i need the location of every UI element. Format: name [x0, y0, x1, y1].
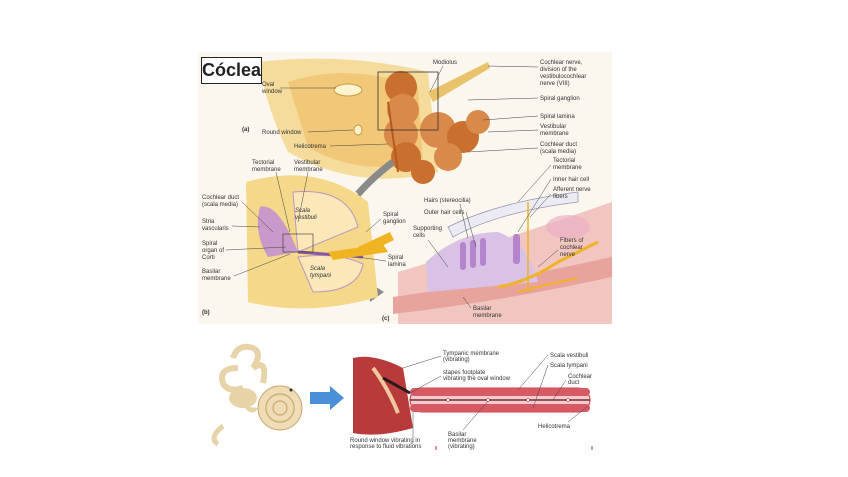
label-fibers-nerve-3: nerve: [560, 252, 576, 258]
label-tectorial-c-2: membrane: [553, 165, 582, 171]
right-arrow-icon: [310, 386, 344, 410]
unrolled-cochlea-diagram: [353, 356, 593, 450]
label-spiral-organ-3: Corti: [202, 255, 215, 261]
label-spiral-ganglion-a: Spiral ganglion: [540, 96, 580, 102]
label-fibers-nerve-2: cochlear: [560, 245, 583, 251]
label-vestibular-membrane-a-2: membrane: [540, 131, 569, 137]
label-scala-vestibuli-bottom: Scala vestibuli: [550, 353, 588, 359]
panel-a-letter: (a): [242, 127, 249, 133]
label-afferent-2: fibers: [553, 194, 568, 200]
label-round-window-bottom-1: Round window vibrating in: [350, 438, 420, 444]
label-stapes-2: vibrating the oval window: [443, 376, 511, 382]
label-scala-tympani-bottom: Scala tympani: [550, 363, 588, 369]
label-stria-2: vascularis: [202, 226, 229, 232]
label-basilar-bottom-2: membrane: [448, 438, 477, 444]
cochlea-anatomy-panel: (a) Oval window Round window Helicotrema…: [198, 52, 612, 324]
label-cochlear-duct-a-2: (scala media): [540, 149, 576, 155]
label-fibers-nerve-1: Fibers of: [560, 238, 584, 244]
label-spiral-lamina-b-1: Spiral: [388, 255, 403, 261]
label-spiral-lamina-b-2: lamina: [388, 262, 406, 268]
label-round-window: Round window: [262, 130, 302, 136]
panel-c-letter: (c): [382, 316, 389, 322]
label-basilar-bottom-1: Basilar: [448, 432, 466, 438]
label-basilar-c-1: Basilar: [473, 306, 491, 312]
label-vestibular-b-2: membrane: [294, 167, 323, 173]
label-cochlear-nerve-4: nerve (VIII): [540, 81, 570, 87]
label-inner-hair: Inner hair cell: [553, 177, 589, 183]
label-basilar-b-1: Basilar: [202, 269, 220, 275]
label-tectorial-b-2: membrane: [252, 167, 281, 173]
label-tectorial-c-1: Tectorial: [553, 158, 575, 164]
label-scala-vestibuli-b-2: vestibuli: [295, 215, 317, 221]
label-modiolus: Modiolus: [433, 60, 457, 66]
label-cochlear-duct-bottom-2: duct: [568, 380, 580, 386]
label-cochlear-duct-b-1: Cochlear duct: [202, 195, 239, 201]
label-scala-tympani-b-2: tympani: [310, 273, 332, 279]
label-spiral-organ-2: organ of: [202, 248, 224, 254]
label-basilar-c-2: membrane: [473, 313, 502, 319]
label-outer-hair: Outer hair cells: [424, 210, 464, 216]
inner-ear-model: [211, 343, 303, 447]
label-helicotrema-a: Helicotrema: [294, 144, 327, 150]
label-scala-vestibuli-b-1: Scala: [295, 208, 311, 214]
label-cochlear-nerve-1: Cochlear nerve,: [540, 60, 583, 66]
label-basilar-bottom-3: (vibrating): [448, 444, 475, 450]
label-oval-window-2: window: [261, 89, 283, 95]
label-round-window-bottom-2: response to fluid vibrations: [350, 444, 421, 450]
label-helicotrema-bottom: Helicotrema: [538, 424, 571, 430]
label-afferent-1: Afferent nerve: [553, 187, 591, 193]
label-stapes-1: stapes footplate: [443, 370, 486, 376]
label-cochlear-duct-bottom-1: Cochlear: [568, 374, 592, 380]
label-spiral-ganglion-b-2: ganglion: [383, 219, 406, 225]
panel-b-letter: (b): [202, 310, 210, 316]
label-basilar-b-2: membrane: [202, 276, 231, 282]
cochlear-duct-cross-section: [246, 175, 394, 309]
label-stria-1: Stria: [202, 219, 215, 225]
cochlea-section-illustration: [258, 58, 490, 184]
label-hairs: Hairs (stereocilia): [424, 198, 471, 204]
label-cochlear-nerve-2: division of the: [540, 67, 577, 73]
label-oval-window-1: Oval: [262, 82, 274, 88]
label-supporting-2: cells: [413, 233, 425, 239]
label-spiral-lamina-a: Spiral lamina: [540, 114, 575, 120]
label-cochlear-nerve-3: vestibulocochlear: [540, 74, 586, 80]
label-tympanic-1: Tympanic membrane: [443, 351, 500, 357]
page-title: Cóclea: [201, 57, 262, 84]
label-spiral-organ-1: Spiral: [202, 241, 217, 247]
label-cochlear-duct-b-2: (scala media): [202, 202, 238, 208]
label-tectorial-b-1: Tectorial: [252, 160, 274, 166]
label-cochlear-duct-a-1: Cochlear duct: [540, 142, 577, 148]
label-supporting-1: Supporting: [413, 226, 442, 232]
label-vestibular-b-1: Vestibular: [294, 160, 320, 166]
organ-of-corti-illustration: [393, 191, 612, 324]
label-vestibular-membrane-a-1: Vestibular: [540, 124, 566, 130]
label-tympanic-2: (vibrating): [443, 357, 470, 363]
label-spiral-ganglion-b-1: Spiral: [383, 212, 398, 218]
label-scala-tympani-b-1: Scala: [310, 266, 326, 272]
